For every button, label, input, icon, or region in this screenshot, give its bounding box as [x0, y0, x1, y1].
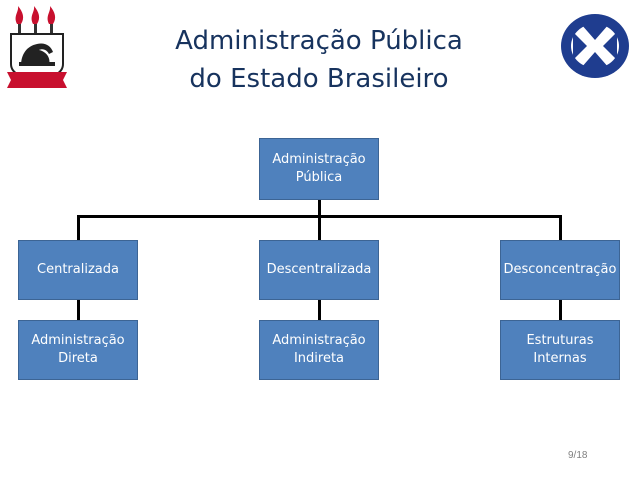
university-crest-icon — [7, 6, 67, 90]
connector-left-down — [77, 215, 80, 240]
org-box-label-line-2: Direta — [58, 351, 98, 366]
title-line-1: Administração Pública — [175, 26, 463, 56]
connector-center-level2 — [318, 299, 321, 320]
org-box-administracao-direta: Administração Direta — [18, 320, 138, 380]
org-box-label: Centralizada — [37, 262, 119, 277]
org-box-administracao-indireta: Administração Indireta — [259, 320, 379, 380]
org-box-label: Desconcentração — [503, 262, 617, 277]
org-box-desconcentracao: Desconcentração — [500, 240, 620, 300]
connector-right-down — [559, 215, 562, 240]
connector-root-down — [318, 200, 321, 217]
slide-number: 9/18 — [568, 450, 588, 461]
connector-left-level2 — [77, 299, 80, 320]
page-title: Administração Pública do Estado Brasilei… — [130, 22, 508, 98]
org-box-label-line-1: Administração — [272, 333, 366, 348]
connector-center-down — [318, 215, 321, 240]
org-box-administracao-publica: Administração Pública — [259, 138, 379, 200]
org-box-centralizada: Centralizada — [18, 240, 138, 300]
connector-right-level2 — [559, 299, 562, 320]
org-box-label-line-1: Administração — [272, 152, 366, 167]
org-box-label-line-2: Indireta — [293, 351, 345, 366]
org-box-label-line-1: Administração — [31, 333, 125, 348]
org-box-label-line-2: Internas — [533, 351, 587, 366]
institution-emblem-icon — [557, 10, 633, 82]
org-box-label-line-1: Estruturas — [526, 333, 594, 348]
title-line-2: do Estado Brasileiro — [189, 64, 449, 94]
org-box-label-line-2: Pública — [295, 170, 343, 185]
org-box-descentralizada: Descentralizada — [259, 240, 379, 300]
org-box-estruturas-internas: Estruturas Internas — [500, 320, 620, 380]
org-box-label: Descentralizada — [266, 262, 372, 277]
